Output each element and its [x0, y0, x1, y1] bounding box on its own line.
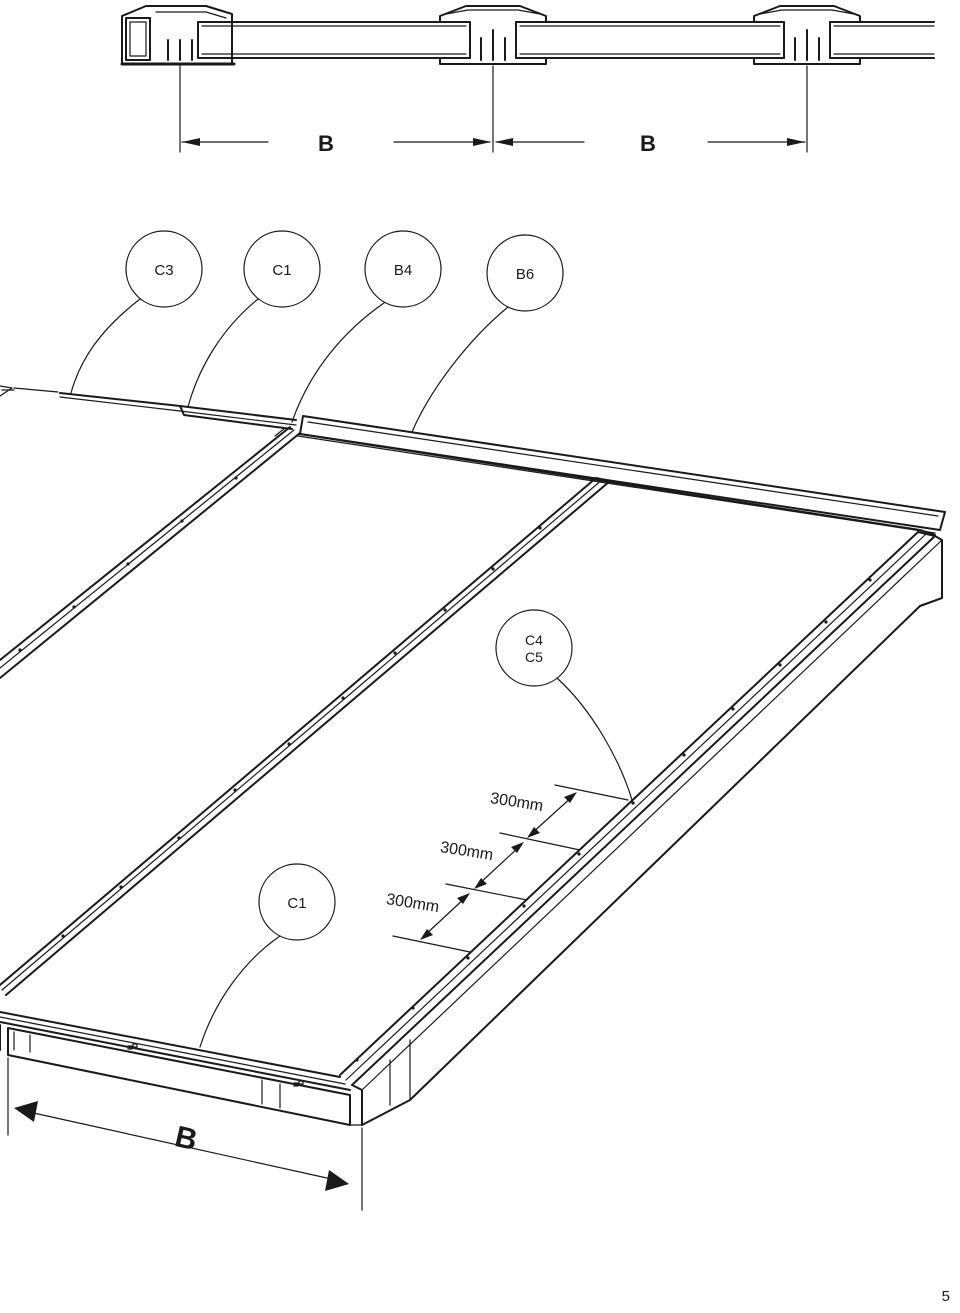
callout-c3: C3: [70, 230, 203, 394]
svg-text:B6: B6: [516, 266, 534, 283]
wall-flashing: [13, 387, 297, 430]
svg-text:B4: B4: [394, 262, 412, 279]
profile-dimension-label-right: B: [640, 131, 656, 156]
panel-section-1: [197, 21, 471, 59]
callout-b6: B6: [411, 234, 564, 433]
profile-dimension: B B: [179, 65, 808, 156]
svg-text:C4: C4: [525, 632, 543, 648]
roof-assembly: 300mm 300mm 300mm C4 C5 C1 B: [0, 385, 946, 1211]
middle-profile-1: [439, 5, 547, 65]
side-beam: [351, 535, 943, 1126]
bar-screw-row: [18, 476, 238, 652]
glazing-bar-middle: [0, 477, 611, 996]
spacing-label-2: 300mm: [439, 839, 494, 864]
profile-section: B B: [120, 5, 935, 156]
page-number: 5: [941, 1288, 950, 1305]
glazing-bar-left: [0, 426, 301, 679]
svg-text:C3: C3: [154, 262, 173, 279]
rear-cap-profile: [297, 415, 946, 536]
bar-screw-row: [61, 526, 542, 938]
callout-c1-bottom: C1: [199, 863, 336, 1048]
spacing-label-1: 300mm: [489, 790, 544, 815]
spacing-label-3: 300mm: [385, 891, 440, 916]
edge-profile: [120, 5, 236, 66]
glazing-bar-right-edge: [339, 531, 936, 1086]
bar-screw-row: [355, 578, 872, 1062]
profile-dimension-label-left: B: [318, 131, 334, 156]
roof-width-dimension: B: [7, 1057, 363, 1211]
panel-section-2: [515, 21, 785, 59]
panel-section-3: [829, 21, 935, 59]
callout-c1-top: C1: [187, 230, 321, 408]
middle-profile-2: [753, 5, 861, 65]
svg-text:C1: C1: [287, 895, 306, 912]
callout-b4: B4: [291, 230, 442, 423]
spacing-dimension: 300mm 300mm 300mm: [385, 784, 629, 953]
svg-text:C5: C5: [525, 649, 543, 665]
front-gutter: [0, 1011, 363, 1126]
callout-c4-c5: C4 C5: [495, 609, 633, 801]
roof-width-label: B: [172, 1120, 201, 1157]
svg-text:C1: C1: [272, 262, 291, 279]
